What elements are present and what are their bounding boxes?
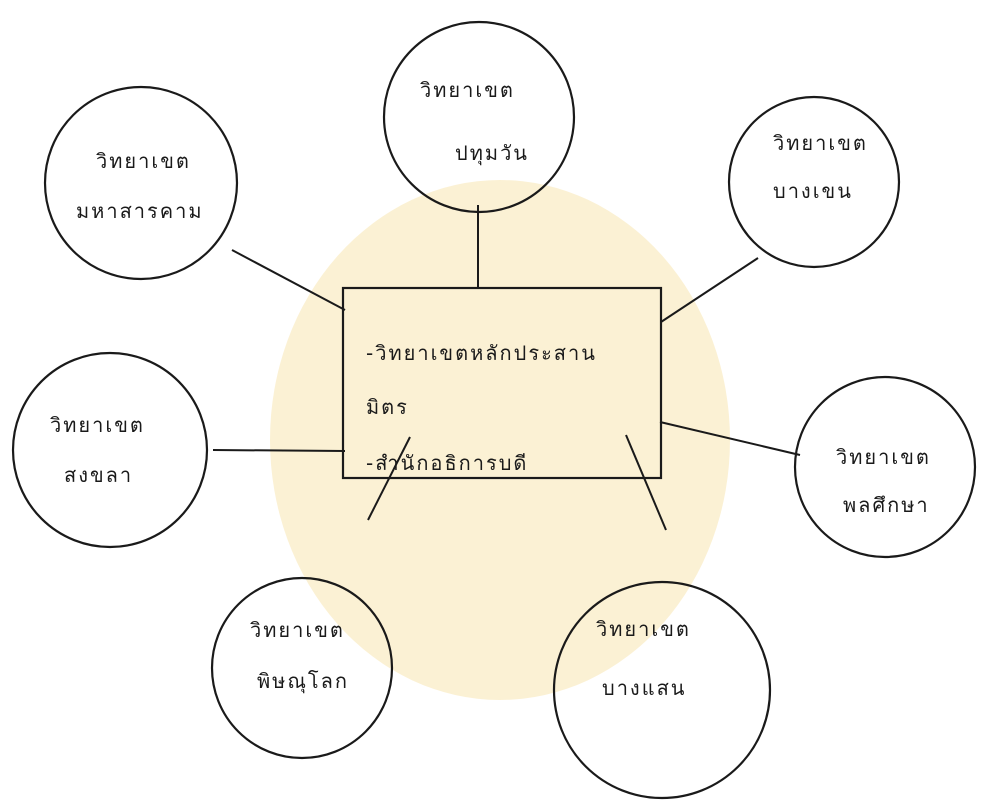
node-circle [793,375,977,559]
node-circle [11,351,209,549]
node-phitsanulok-e: วิทยาเขต พลศึกษา [793,375,977,559]
center-line-2: มิตร [366,395,409,419]
node-label-line-1: วิทยาเขต [836,445,931,469]
connector-bangsaen [625,434,667,531]
node-bangkhen: วิทยาเขต บางเขน [727,95,901,269]
node-songkhla: วิทยาเขต สงขลา [11,351,209,549]
center-line-3: -สำนักอธิการบดี [366,451,528,475]
node-label-line-2: พิษณุโลก [257,669,349,694]
center-box [341,286,663,480]
center-line-1: -วิทยาเขตหลักประสาน [366,341,597,365]
node-circle [43,85,239,281]
node-label-line-1: วิทยาเขต [50,413,145,437]
connector-phitsanulok-e [659,421,801,456]
node-label-line-1: วิทยาเขต [250,618,345,642]
node-pathumwan: วิทยาเขต ปทุมวัน [382,20,576,214]
node-label-line-1: วิทยาเขต [420,78,515,102]
connector-mahasarakham [231,249,346,311]
node-circle [382,20,576,214]
node-label-line-1: วิทยาเขต [773,131,868,155]
connector-songkhla [212,449,346,452]
node-label-line-2: บางแสน [602,676,686,700]
node-phitsanulok: วิทยาเขต พิษณุโลก [210,576,394,760]
node-label-line-1: วิทยาเขต [596,617,691,641]
node-circle [210,576,394,760]
node-label-line-2: สงขลา [64,463,133,487]
node-label-line-2: พลศึกษา [843,493,930,517]
node-label-line-2: ปทุมวัน [455,141,529,166]
node-label-line-2: มหาสารคาม [76,199,204,223]
university-seal-watermark [270,180,730,700]
node-label-line-2: บางเขน [773,179,853,203]
node-label-line-1: วิทยาเขต [96,149,191,173]
node-circle [552,580,772,800]
node-circle [727,95,901,269]
node-mahasarakham: วิทยาเขต มหาสารคาม [43,85,239,281]
connector-bangkhen [660,257,759,323]
center-node: -วิทยาเขตหลักประสาน มิตร -สำนักอธิการบดี [341,286,663,480]
node-bangsaen: วิทยาเขต บางแสน [552,580,772,800]
